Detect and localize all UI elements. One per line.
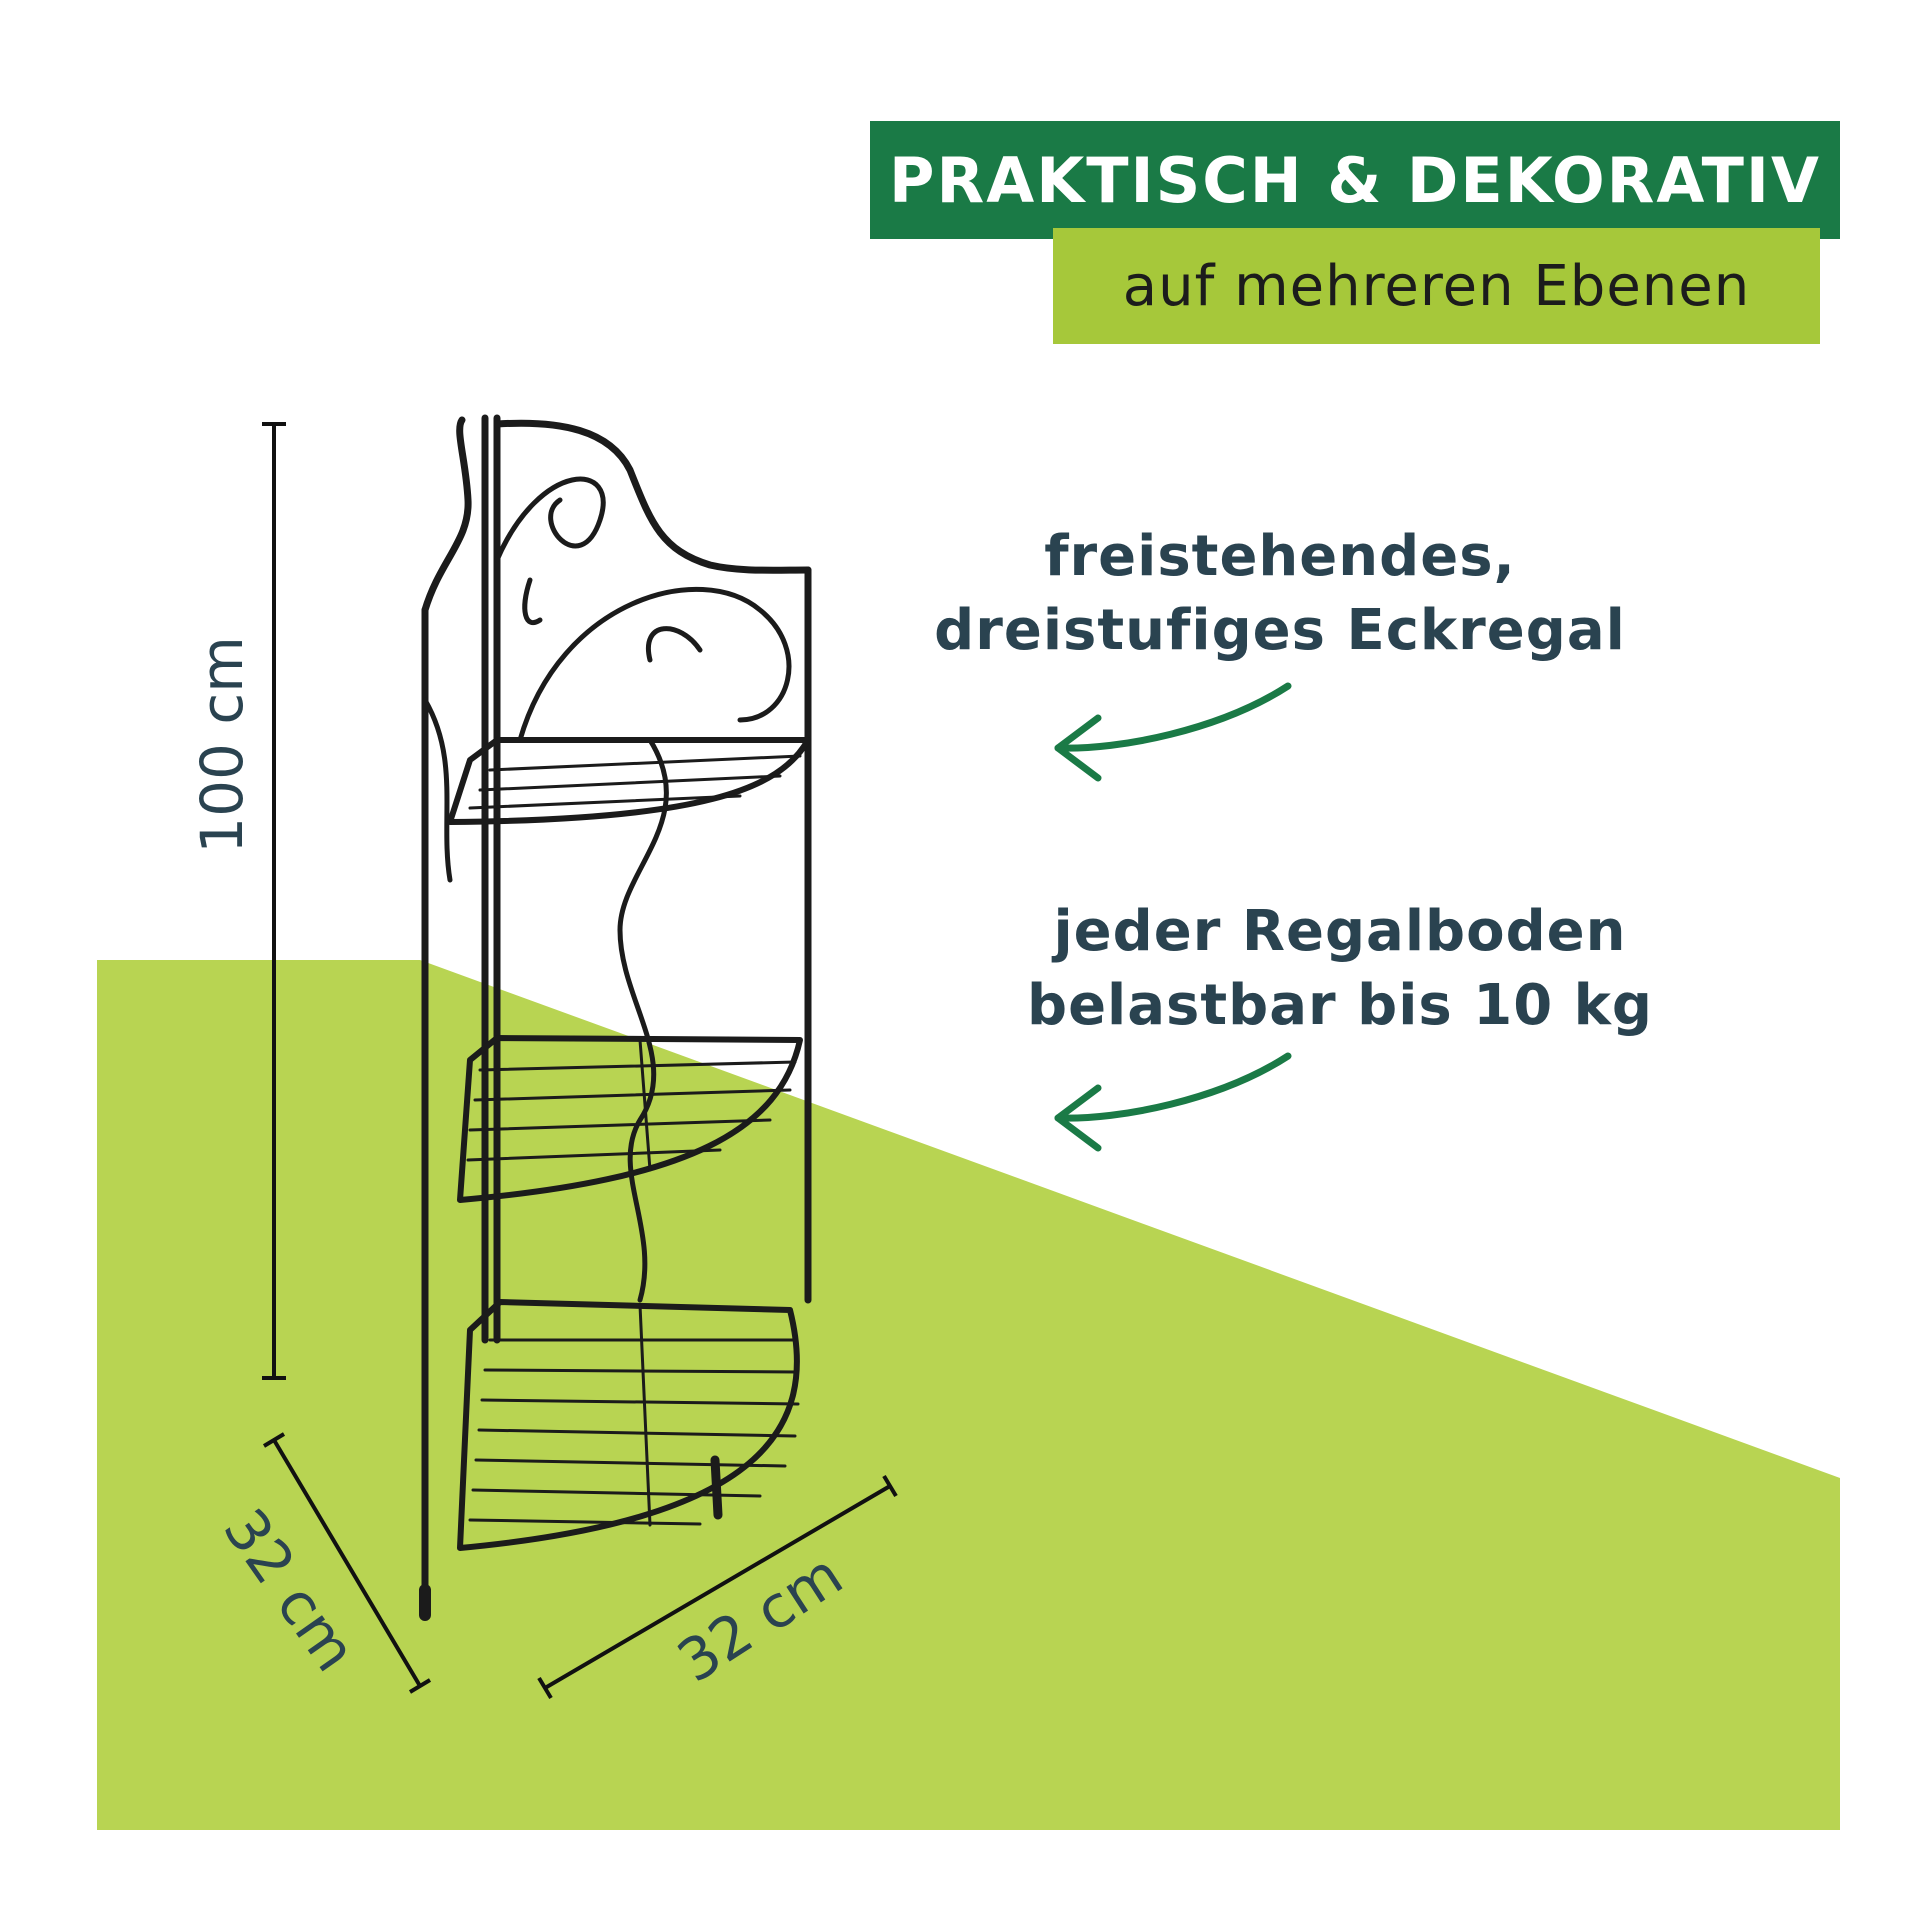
feature-callout-freestanding: freistehendes, dreistufiges Eckregal <box>900 520 1660 668</box>
headline-banner <box>870 121 1840 239</box>
feature-line: jeder Regalboden <box>1053 899 1627 964</box>
headline-text: PRAKTISCH & DEKORATIV <box>889 143 1821 217</box>
subline-banner <box>1053 228 1820 344</box>
height-label: 100 cm <box>188 636 256 854</box>
width-dimension-line <box>537 1474 898 1700</box>
height-dimension-line <box>262 422 286 1380</box>
feature-line: belastbar bis 10 kg <box>1026 973 1653 1038</box>
feature-line: freistehendes, <box>1044 524 1516 589</box>
feature-callout-load: jeder Regalboden belastbar bis 10 kg <box>960 895 1720 1043</box>
shelf-frame <box>419 414 812 1621</box>
depth-dimension-line <box>262 1432 432 1694</box>
feature-line: dreistufiges Eckregal <box>934 598 1626 663</box>
subline-text: auf mehreren Ebenen <box>1122 253 1751 319</box>
